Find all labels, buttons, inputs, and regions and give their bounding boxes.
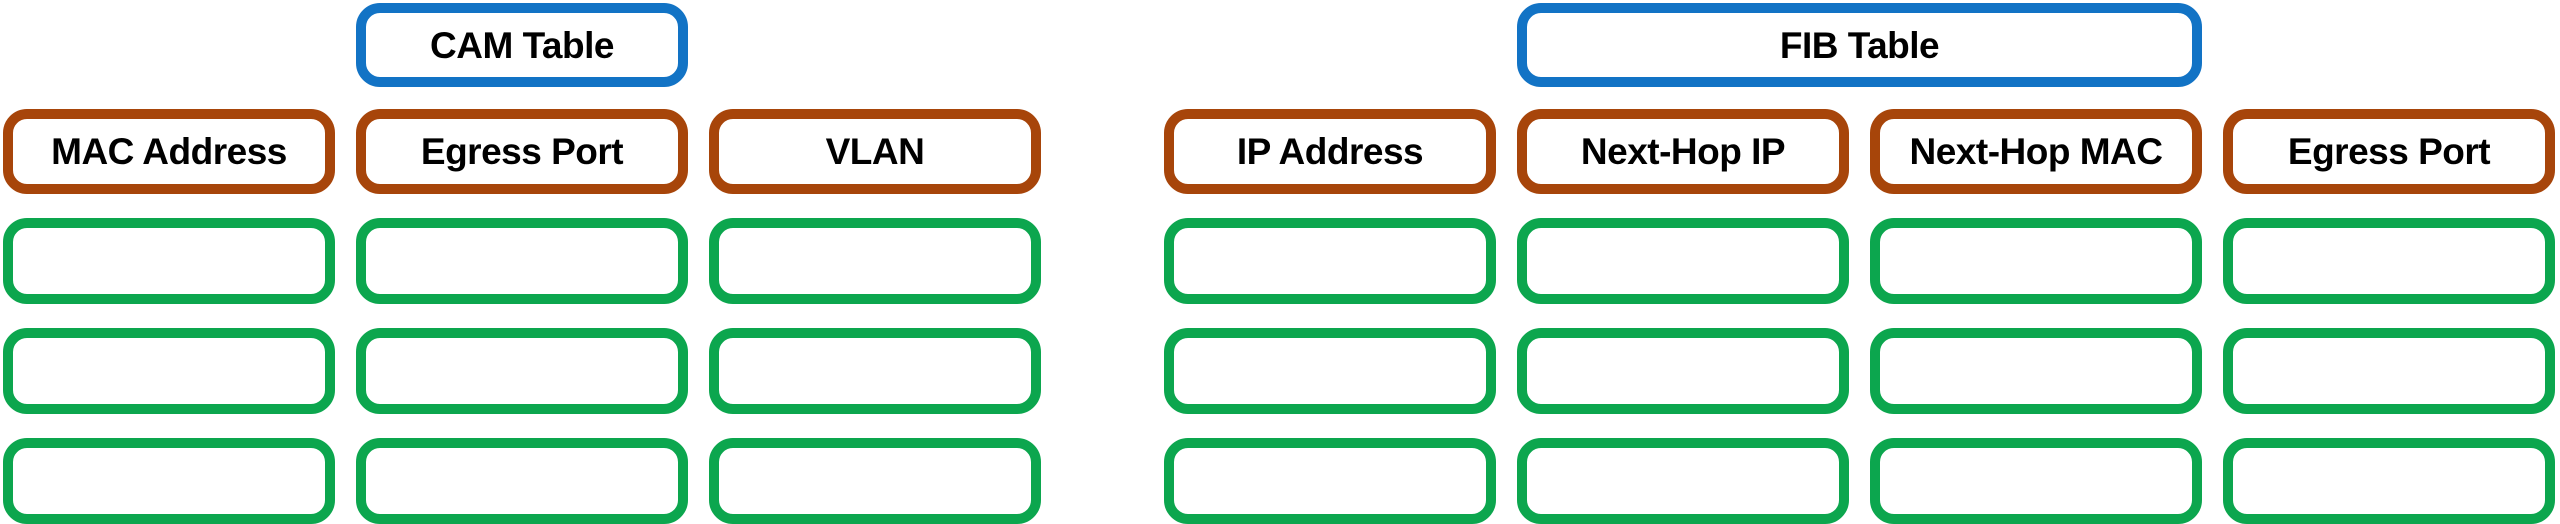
fib-table-title: FIB Table xyxy=(1779,24,1940,66)
fib-empty-cell xyxy=(1517,328,1849,414)
cam-header-vlan-label: VLAN xyxy=(825,131,925,172)
fib-header-ip-address-label: IP Address xyxy=(1236,131,1424,172)
fib-header-egress-port: Egress Port xyxy=(2223,109,2555,194)
cam-empty-cell xyxy=(3,438,335,524)
column-header-row: MAC Address Egress Port VLAN IP Address … xyxy=(0,109,2560,194)
cam-header-mac-address: MAC Address xyxy=(3,109,335,194)
cam-header-egress-port-label: Egress Port xyxy=(420,131,624,172)
fib-empty-cell xyxy=(1164,438,1496,524)
fib-header-next-hop-mac-label: Next-Hop MAC xyxy=(1909,131,2163,172)
fib-empty-cell xyxy=(2223,328,2555,414)
fib-empty-cell xyxy=(1164,328,1496,414)
fib-header-next-hop-ip-label: Next-Hop IP xyxy=(1580,131,1786,172)
cam-empty-cell xyxy=(3,328,335,414)
fib-empty-cell xyxy=(1870,328,2202,414)
cam-table-title-box: CAM Table xyxy=(356,3,688,87)
cam-header-mac-address-label: MAC Address xyxy=(51,131,287,172)
fib-header-egress-port-label: Egress Port xyxy=(2287,131,2491,172)
table-group-spacer xyxy=(1062,438,1143,439)
cam-header-egress-port: Egress Port xyxy=(356,109,688,194)
cam-empty-cell xyxy=(709,218,1041,304)
cam-empty-cell xyxy=(709,438,1041,524)
cam-empty-cell xyxy=(356,328,688,414)
fib-header-next-hop-ip: Next-Hop IP xyxy=(1517,109,1849,194)
table-group-spacer xyxy=(1062,109,1143,110)
fib-empty-cell xyxy=(1870,218,2202,304)
fib-empty-cell xyxy=(1164,218,1496,304)
fib-empty-cell xyxy=(1870,438,2202,524)
cam-empty-cell xyxy=(3,218,335,304)
table-group-spacer xyxy=(1062,328,1143,329)
fib-empty-cell xyxy=(2223,218,2555,304)
fib-empty-cell xyxy=(2223,438,2555,524)
entry-row-2 xyxy=(0,328,2560,414)
cam-table-title: CAM Table xyxy=(430,24,614,66)
cam-empty-cell xyxy=(356,218,688,304)
fib-header-next-hop-mac: Next-Hop MAC xyxy=(1870,109,2202,194)
entry-row-1 xyxy=(0,218,2560,304)
fib-empty-cell xyxy=(1517,218,1849,304)
table-group-spacer xyxy=(1062,218,1143,219)
cam-empty-cell xyxy=(709,328,1041,414)
cam-empty-cell xyxy=(356,438,688,524)
fib-header-ip-address: IP Address xyxy=(1164,109,1496,194)
fib-table-title-box: FIB Table xyxy=(1517,3,2202,87)
fib-empty-cell xyxy=(1517,438,1849,524)
cam-header-vlan: VLAN xyxy=(709,109,1041,194)
title-row: CAM Table FIB Table xyxy=(0,3,2560,87)
entry-row-3 xyxy=(0,438,2560,524)
